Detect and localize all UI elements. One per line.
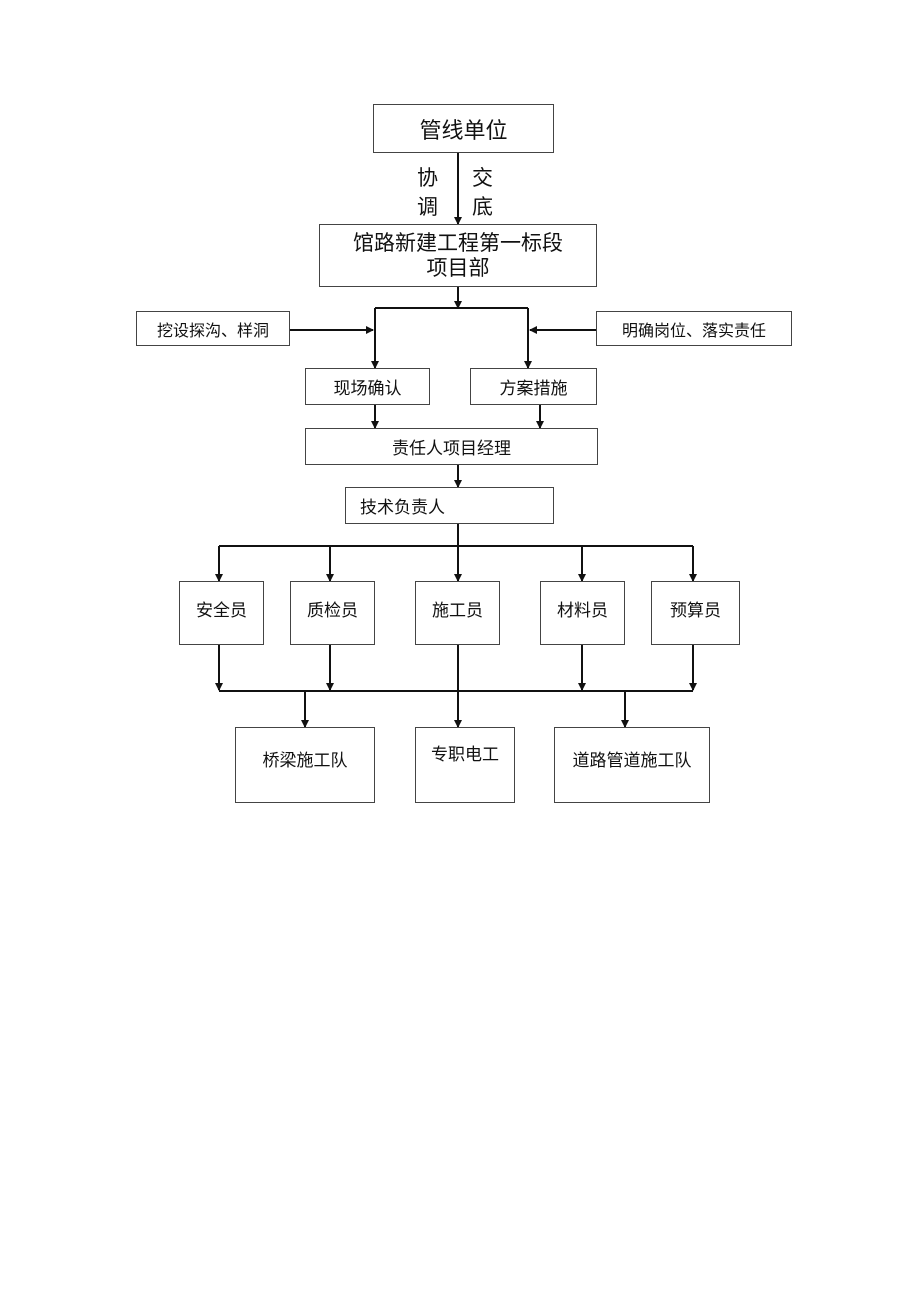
label-coordination: 协调 (417, 166, 438, 219)
node-pipeline-unit: 管线单位 (373, 104, 554, 153)
node-road-pipe-team: 道路管道施工队 (554, 727, 710, 803)
node-tech-lead: 技术负责人 (345, 487, 554, 524)
node-quality-inspector: 质检员 (290, 581, 375, 645)
node-project-manager: 责任人项目经理 (305, 428, 598, 465)
node-project-dept: 馆路新建工程第一标段项目部 (319, 224, 597, 287)
node-plan-measures: 方案措施 (470, 368, 597, 405)
node-bridge-team: 桥梁施工队 (235, 727, 375, 803)
node-trial-trench: 挖设探沟、样洞 (136, 311, 290, 346)
node-budget-officer: 预算员 (651, 581, 740, 645)
node-site-confirm: 现场确认 (305, 368, 430, 405)
node-safety-officer: 安全员 (179, 581, 264, 645)
label-handover: 交底 (472, 166, 493, 219)
node-materials-officer: 材料员 (540, 581, 625, 645)
node-construction-worker: 施工员 (415, 581, 500, 645)
node-electrician: 专职电工 (415, 727, 515, 803)
node-clarify-duties: 明确岗位、落实责任 (596, 311, 792, 346)
